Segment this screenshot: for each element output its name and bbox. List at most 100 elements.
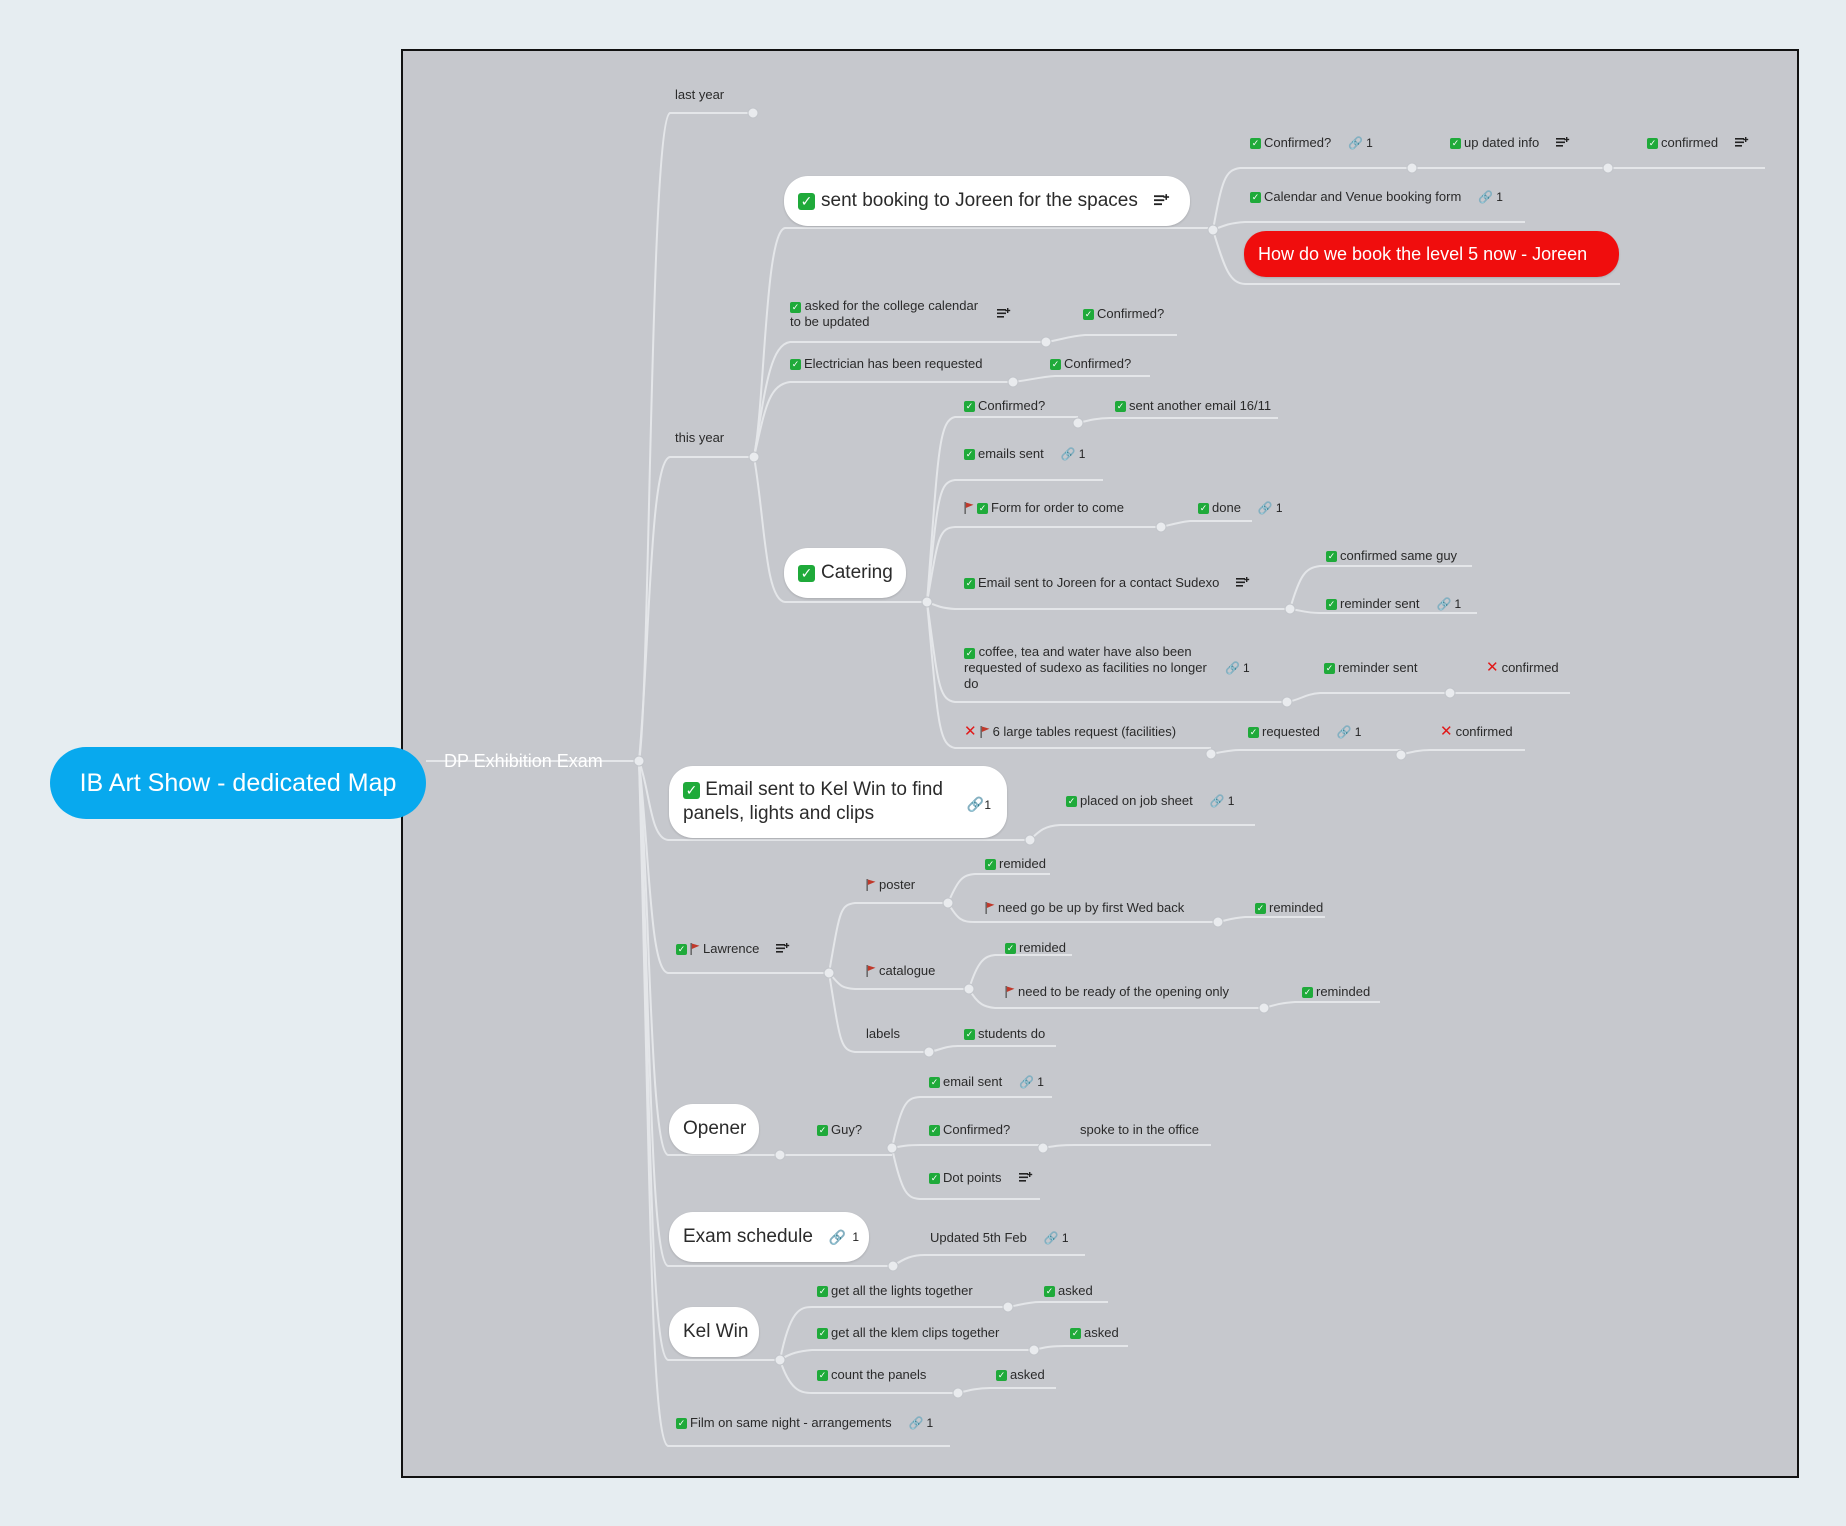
topic-confirmed-q1[interactable]: ✓ Confirmed? 🔗1 (1250, 135, 1373, 151)
topic-remided-2[interactable]: ✓ remided (1005, 940, 1066, 956)
link-icon[interactable]: 🔗 (1348, 136, 1364, 150)
topic-asked-3[interactable]: ✓ asked (996, 1367, 1045, 1383)
link-icon[interactable]: 🔗 (1043, 1231, 1059, 1245)
topic-up-dated-info[interactable]: ✓ up dated info (1450, 135, 1570, 151)
topic-sent-booking[interactable]: ✓ sent booking to Joreen for the spaces (784, 176, 1190, 226)
topic-need-ready[interactable]: need to be ready of the opening only (1005, 984, 1229, 1000)
notes-icon[interactable] (1019, 1172, 1033, 1184)
link-icon[interactable]: 🔗 (908, 1416, 924, 1430)
notes-icon[interactable] (997, 308, 1011, 320)
topic-confirmed-q5[interactable]: ✓ Confirmed? (929, 1122, 1010, 1138)
link-icon[interactable]: 🔗 (1478, 190, 1494, 204)
check-icon: ✓ (964, 400, 975, 412)
topic-coffee-tea[interactable]: ✓ coffee, tea and water have also been r… (964, 644, 1214, 692)
topic-film-night[interactable]: ✓ Film on same night - arrangements 🔗1 (676, 1415, 933, 1431)
topic-confirmed-1[interactable]: ✓ confirmed (1647, 135, 1749, 151)
topic-confirmed-q4[interactable]: ✓ Confirmed? (964, 398, 1045, 414)
flag-icon (964, 502, 974, 514)
check-icon: ✓ (676, 1417, 687, 1429)
topic-label: Confirmed? (943, 1122, 1011, 1137)
topic-last-year[interactable]: last year (675, 87, 724, 103)
topic-confirmed-same-guy[interactable]: ✓ confirmed same guy (1326, 548, 1457, 564)
topic-done[interactable]: ✓ done 🔗1 (1198, 500, 1283, 516)
topic-count-panels[interactable]: ✓ count the panels (817, 1367, 926, 1383)
link-icon[interactable]: 🔗 (1257, 501, 1273, 515)
topic-emails-sent[interactable]: ✓ emails sent 🔗1 (964, 446, 1085, 462)
check-icon: ✓ (1044, 1285, 1055, 1297)
topic-electrician[interactable]: ✓ Electrician has been requested (790, 356, 983, 372)
topic-this-year[interactable]: this year (675, 430, 724, 446)
link-count: 1 (984, 798, 991, 812)
topic-placed-job-sheet[interactable]: ✓ placed on job sheet 🔗1 (1066, 793, 1234, 809)
topic-reminder-sent-1[interactable]: ✓ reminder sent 🔗1 (1326, 596, 1461, 612)
link-icon[interactable]: 🔗 (1436, 597, 1452, 611)
check-icon: ✓ (1248, 726, 1259, 738)
topic-calendar-venue[interactable]: ✓ Calendar and Venue booking form 🔗1 (1250, 189, 1503, 205)
notes-icon[interactable] (1154, 194, 1170, 208)
link-icon[interactable]: 🔗1 (966, 796, 991, 812)
link-icon[interactable]: 🔗 (1060, 447, 1076, 461)
topic-email-kelwin[interactable]: ✓ Email sent to Kel Win to find panels, … (669, 766, 1007, 838)
topic-sent-another-email[interactable]: ✓ sent another email 16/11 (1115, 398, 1271, 414)
topic-confirmed-x2[interactable]: ✕ confirmed (1440, 724, 1513, 740)
link-count: 1 (1454, 597, 1462, 611)
link-icon[interactable]: 🔗 (1209, 794, 1225, 808)
topic-label: labels (866, 1026, 900, 1041)
topic-label: Email sent to Joreen for a contact Sudex… (978, 575, 1220, 590)
check-icon: ✓ (1070, 1327, 1081, 1339)
topic-confirmed-q3[interactable]: ✓ Confirmed? (1050, 356, 1131, 372)
topic-requested[interactable]: ✓ requested 🔗1 (1248, 724, 1361, 740)
topic-label: confirmed (1455, 724, 1513, 739)
topic-email-joreen-sudexo[interactable]: ✓ Email sent to Joreen for a contact Sud… (964, 575, 1250, 591)
link-icon[interactable]: 🔗 (1225, 661, 1240, 675)
topic-spoke-office[interactable]: spoke to in the office (1080, 1122, 1199, 1138)
topic-need-go-up[interactable]: need go be up by first Wed back (985, 900, 1184, 916)
topic-asked-1[interactable]: ✓ asked (1044, 1283, 1093, 1299)
check-icon: ✓ (1115, 400, 1126, 412)
topic-reminded-2[interactable]: ✓ reminded (1302, 984, 1370, 1000)
topic-catalogue[interactable]: catalogue (866, 963, 935, 979)
link-icon[interactable]: 🔗 (1336, 725, 1352, 739)
notes-icon[interactable] (1236, 577, 1250, 589)
flag-icon (866, 879, 876, 891)
check-icon: ✓ (683, 782, 700, 799)
topic-asked-2[interactable]: ✓ asked (1070, 1325, 1119, 1341)
topic-how-book-level5[interactable]: How do we book the level 5 now - Joreen (1244, 231, 1619, 277)
link-icon[interactable]: 🔗 (1019, 1075, 1035, 1089)
topic-reminder-sent-2[interactable]: ✓ reminder sent (1324, 660, 1417, 676)
topic-poster[interactable]: poster (866, 877, 915, 893)
cross-icon: ✕ (1486, 659, 1499, 676)
topic-reminded-1[interactable]: ✓ reminded (1255, 900, 1323, 916)
topic-confirmed-q2[interactable]: ✓ Confirmed? (1083, 306, 1164, 322)
link-icon[interactable]: 🔗 (828, 1228, 847, 1245)
topic-kel-win[interactable]: Kel Win (669, 1307, 759, 1357)
topic-exam-schedule[interactable]: Exam schedule 🔗1 (669, 1212, 869, 1262)
topic-lawrence[interactable]: ✓ Lawrence (676, 941, 790, 957)
root-topic[interactable]: IB Art Show - dedicated Map (50, 747, 426, 819)
topic-form-order[interactable]: ✓ Form for order to come (964, 500, 1124, 516)
topic-students-do[interactable]: ✓ students do (964, 1026, 1045, 1042)
topic-updated-5feb[interactable]: Updated 5th Feb 🔗1 (930, 1230, 1069, 1246)
topic-dot-points[interactable]: ✓ Dot points (929, 1170, 1033, 1186)
topic-remided-1[interactable]: ✓ remided (985, 856, 1046, 872)
notes-icon[interactable] (1735, 137, 1749, 149)
coffee-link[interactable]: 🔗1 (1225, 660, 1250, 676)
topic-dp-exhibition-exam[interactable]: DP Exhibition Exam (444, 751, 603, 771)
topic-catering[interactable]: ✓ Catering (784, 548, 906, 598)
topic-labels[interactable]: labels (866, 1026, 900, 1042)
topic-guy[interactable]: ✓ Guy? (817, 1122, 862, 1138)
check-icon: ✓ (964, 448, 975, 460)
topic-get-klem[interactable]: ✓ get all the klem clips together (817, 1325, 999, 1341)
topic-label: reminded (1316, 984, 1371, 999)
notes-icon[interactable] (1556, 137, 1570, 149)
topic-label: Catering (821, 562, 893, 583)
topic-email-sent[interactable]: ✓ email sent 🔗1 (929, 1074, 1044, 1090)
topic-asked-calendar[interactable]: ✓ asked for the college calendar to be u… (790, 298, 990, 330)
notes-icon[interactable] (776, 943, 790, 955)
topic-label: reminded (1269, 900, 1324, 915)
topic-label: Guy? (831, 1122, 863, 1137)
topic-opener[interactable]: Opener (669, 1104, 759, 1154)
topic-large-tables[interactable]: ✕ 6 large tables request (facilities) (964, 724, 1176, 740)
topic-get-lights[interactable]: ✓ get all the lights together (817, 1283, 973, 1299)
topic-confirmed-x1[interactable]: ✕ confirmed (1486, 660, 1559, 676)
